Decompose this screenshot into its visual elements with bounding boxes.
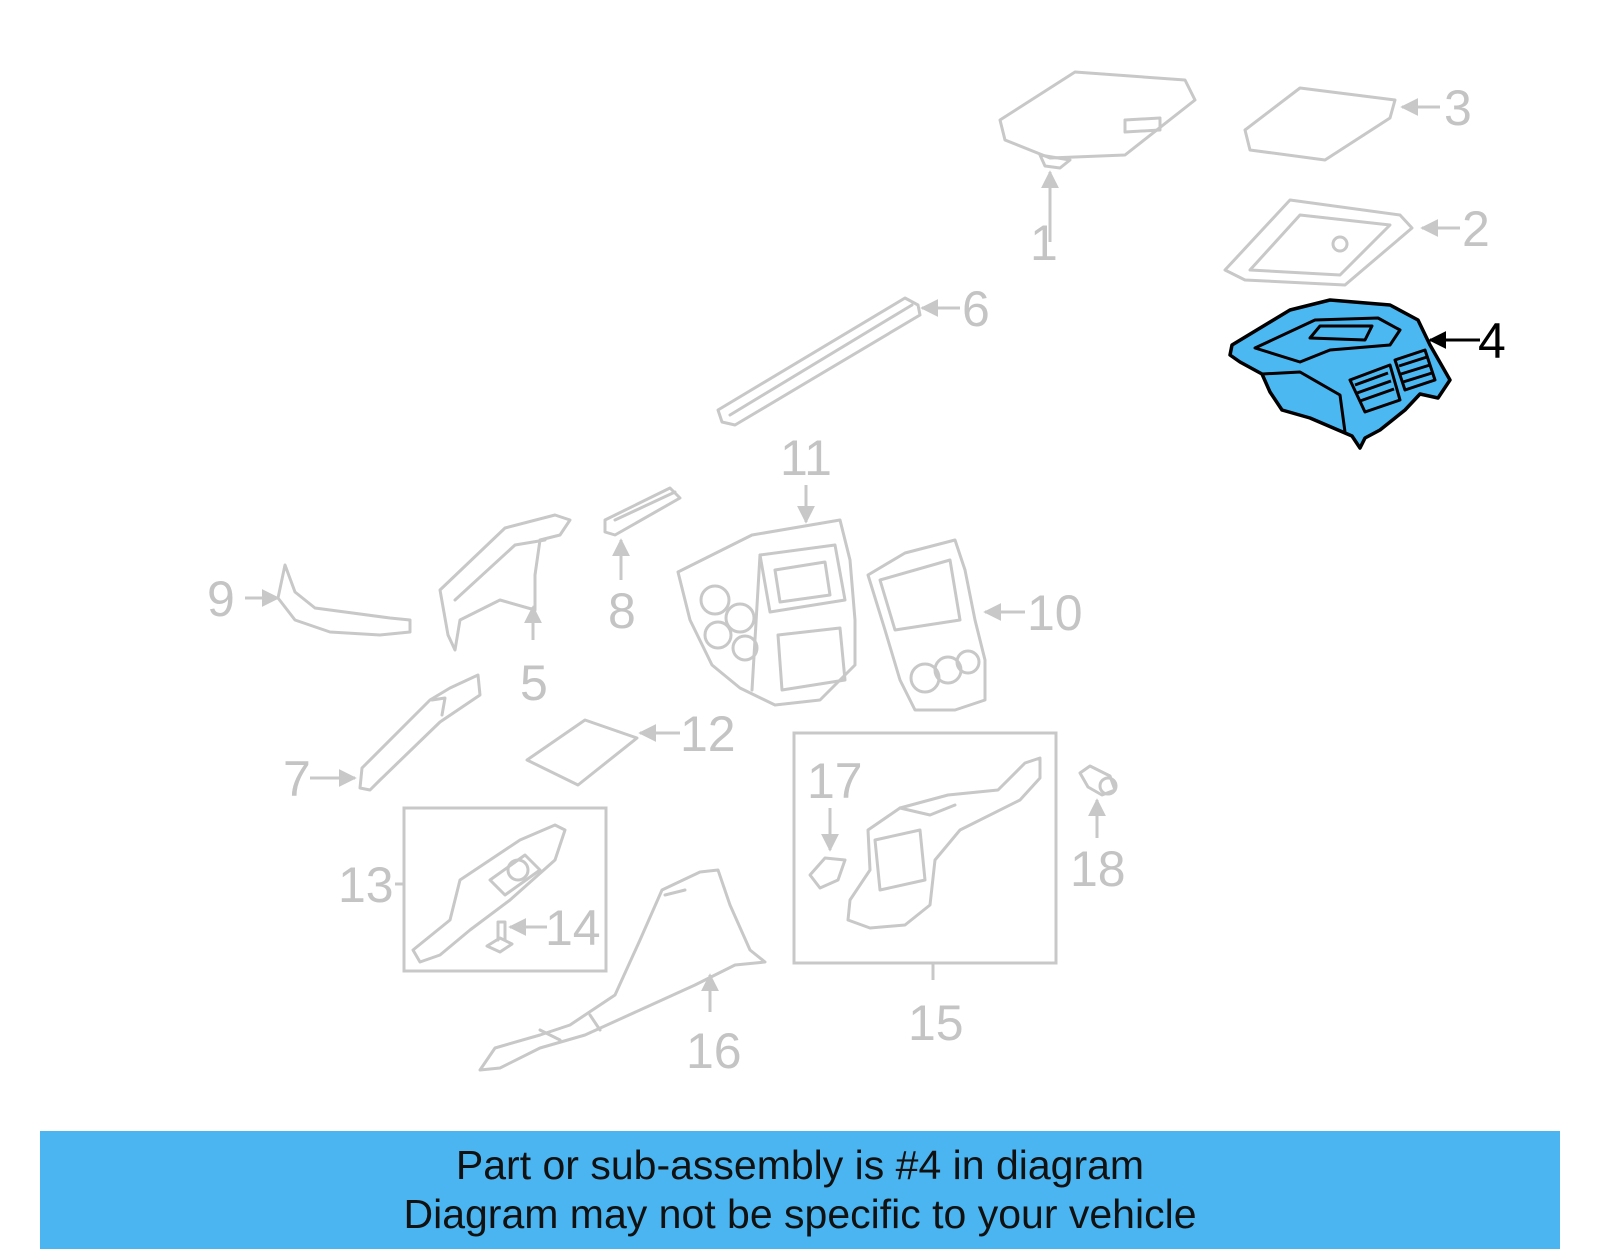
callout-7: 7 bbox=[283, 751, 311, 807]
group-box-13 bbox=[402, 806, 608, 973]
part-9-trim-piece[interactable] bbox=[276, 563, 412, 637]
callout-9: 9 bbox=[207, 571, 235, 627]
part-14-clip[interactable] bbox=[485, 920, 514, 954]
callout-2: 2 bbox=[1462, 201, 1490, 257]
group-box-15 bbox=[792, 731, 1058, 965]
part-11-center-stack-frame[interactable] bbox=[676, 518, 857, 707]
callout-6: 6 bbox=[962, 281, 990, 337]
part-3-lid-pad[interactable] bbox=[1243, 86, 1397, 162]
part-2-storage-tray[interactable] bbox=[1223, 198, 1414, 287]
callout-5: 5 bbox=[520, 655, 548, 711]
banner-line-2: Diagram may not be specific to your vehi… bbox=[403, 1191, 1197, 1237]
callout-12: 12 bbox=[680, 706, 736, 762]
part-16-console-side[interactable] bbox=[478, 868, 767, 1072]
part-6-trim-strip[interactable] bbox=[716, 296, 922, 427]
part-1-armrest-lid[interactable] bbox=[998, 70, 1197, 170]
callout-3: 3 bbox=[1444, 80, 1472, 136]
part-17-switch[interactable] bbox=[808, 856, 847, 890]
callout-15: 15 bbox=[908, 995, 964, 1051]
part-5-side-panel[interactable] bbox=[438, 513, 572, 652]
callout-17: 17 bbox=[807, 753, 863, 809]
callout-4: 4 bbox=[1478, 313, 1506, 369]
callout-11: 11 bbox=[780, 430, 832, 486]
callout-14: 14 bbox=[545, 900, 601, 956]
part-12-pad[interactable] bbox=[525, 718, 639, 787]
banner-line-1: Part or sub-assembly is #4 in diagram bbox=[455, 1142, 1145, 1188]
part-15-console-assembly[interactable] bbox=[846, 756, 1042, 930]
part-10-radio-bezel[interactable] bbox=[866, 538, 987, 712]
part-8-bracket[interactable] bbox=[603, 486, 682, 537]
callout-16: 16 bbox=[686, 1023, 742, 1079]
info-banner: Part or sub-assembly is #4 in diagram Di… bbox=[40, 1131, 1560, 1249]
callout-8: 8 bbox=[608, 583, 636, 639]
callout-1: 1 bbox=[1030, 215, 1058, 271]
part-13-glove-box-panel[interactable] bbox=[411, 823, 567, 964]
part-7-rail[interactable] bbox=[358, 673, 482, 792]
callout-18: 18 bbox=[1070, 841, 1126, 897]
callout-13: 13 bbox=[338, 857, 394, 913]
part-4-console-panel[interactable] bbox=[1228, 298, 1452, 450]
part-18-socket[interactable] bbox=[1078, 764, 1118, 797]
callout-10: 10 bbox=[1027, 585, 1083, 641]
